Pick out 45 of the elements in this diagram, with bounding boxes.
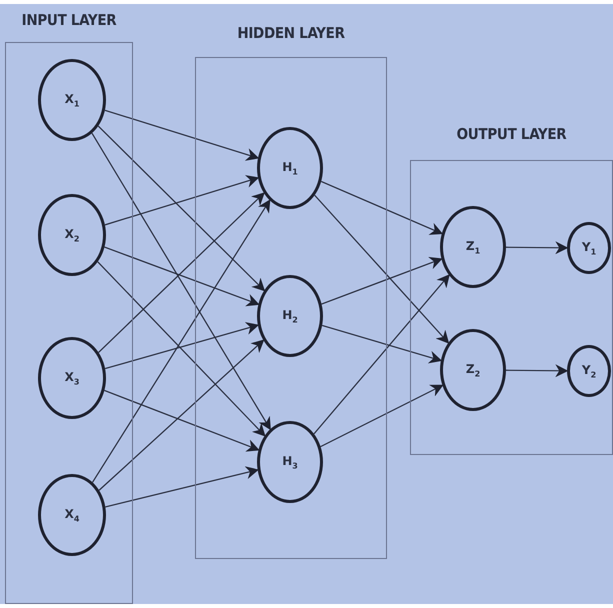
arrow [98, 192, 265, 353]
layer-title: INPUT LAYER [22, 11, 116, 29]
arrow [314, 194, 450, 344]
arrow [91, 132, 271, 430]
neuron-label: H$_{2}$ [282, 308, 298, 324]
arrow [320, 180, 444, 235]
neuron-circle [440, 329, 506, 411]
arrow [314, 274, 450, 434]
neuron-label: Z$_{1}$ [466, 238, 480, 256]
arrow [506, 241, 568, 254]
arrow [104, 175, 260, 226]
neuron-circle [567, 345, 611, 397]
arrow [98, 126, 266, 292]
arrow [321, 256, 443, 305]
neuron-circle [567, 222, 611, 274]
neuron-label: X$_{1}$ [64, 92, 80, 108]
arrow [92, 199, 270, 483]
arrow [104, 390, 260, 452]
arrow [506, 364, 568, 378]
neuron-circle [257, 275, 323, 357]
neuron-label: H$_{1}$ [282, 160, 298, 176]
neuron-label: Y$_{1}$ [582, 240, 596, 256]
neuron-circle [440, 206, 506, 288]
neuron-circle [38, 337, 106, 419]
neuron-circle [38, 194, 106, 276]
neuron-circle [257, 421, 323, 503]
neuron-label: X$_{3}$ [64, 370, 80, 386]
arrow [98, 339, 264, 491]
neuron-label: X$_{2}$ [64, 226, 80, 244]
arrow [320, 384, 444, 448]
neuron-label: X$_{4}$ [64, 506, 80, 524]
neuron-circle [38, 59, 106, 141]
neuron-label: H$_{3}$ [282, 454, 298, 470]
layer-title: HIDDEN LAYER [237, 24, 345, 42]
arrow [104, 246, 260, 306]
arrow [105, 466, 259, 508]
neuron-circle [257, 127, 323, 209]
layer-title: OUTPUT LAYER [456, 125, 566, 143]
arrow [322, 324, 442, 364]
neuron-label: Z$_{2}$ [466, 362, 480, 378]
neuron-label: Y$_{2}$ [582, 362, 596, 380]
arrow [97, 261, 266, 437]
arrow [104, 110, 260, 161]
neuron-circle [38, 474, 106, 556]
arrow [104, 322, 260, 370]
